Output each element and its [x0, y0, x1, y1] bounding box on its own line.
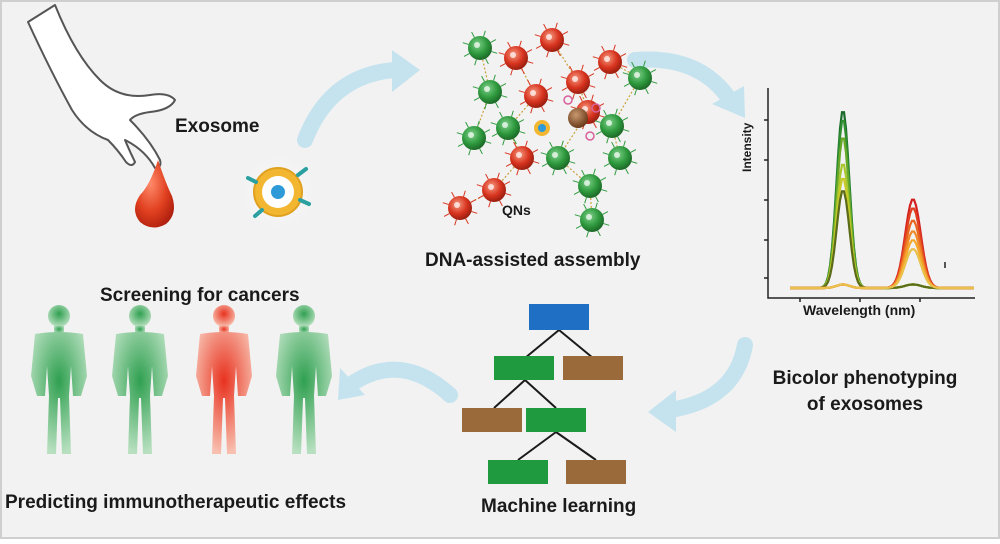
red-spectrum-line — [790, 248, 974, 290]
bicolor-label-line1: Bicolor phenotyping — [772, 368, 958, 389]
screening-label: Screening for cancers — [100, 285, 300, 306]
red-qn-particle — [442, 190, 478, 226]
green-qn-particle — [574, 202, 610, 238]
arrow-to-ml — [662, 337, 753, 418]
red-qn-particle — [518, 78, 554, 114]
spectrum-chart — [764, 88, 975, 302]
arrow-to-bodies — [342, 361, 458, 403]
green-qn-particle — [540, 140, 576, 176]
dna-linker — [515, 57, 537, 97]
tree-node — [566, 460, 626, 484]
exosome-label: Exosome — [175, 116, 260, 137]
spectrum-axes — [767, 88, 975, 299]
blood-drop-icon — [135, 160, 174, 228]
bicolor-label-line2: of exosomes — [806, 394, 924, 415]
green-qn-particle — [462, 30, 498, 66]
dna-linker — [493, 157, 523, 191]
red-qn-particle — [476, 172, 512, 208]
flow-arrows — [297, 50, 753, 432]
machine-learning-label: Machine learning — [481, 496, 637, 517]
green-qn-particle — [472, 74, 508, 110]
tree-root-node — [529, 304, 589, 330]
x-axis-ticks — [799, 262, 946, 302]
arrow-to-assembly — [297, 62, 403, 148]
green-qn-particle — [622, 60, 658, 96]
green-qn-particle — [594, 108, 630, 144]
red-qn-particle — [560, 64, 596, 100]
tree-node — [526, 408, 586, 432]
dna-linker — [507, 95, 537, 129]
green-qn-particle — [456, 120, 492, 156]
green-qn-particle — [602, 140, 638, 176]
spectrum-series — [790, 111, 974, 290]
qns-label: QNs — [502, 202, 531, 218]
green-qn-particle — [490, 110, 526, 146]
x-axis-label: Wavelength (nm) — [803, 302, 916, 318]
tree-node — [488, 460, 548, 484]
red-qn-particle — [504, 140, 540, 176]
qn-assembly — [442, 22, 658, 238]
dna-assembly-label: DNA-assisted assembly — [425, 250, 641, 271]
red-qn-particle — [534, 22, 570, 58]
red-qn-particle — [592, 44, 628, 80]
dna-linker — [557, 157, 591, 187]
exosome-icon — [234, 148, 322, 236]
y-axis-label: Intensity — [740, 122, 754, 172]
red-qn-particle — [498, 40, 534, 76]
green-qn-particle — [572, 168, 608, 204]
brown-qn-particle — [563, 95, 601, 141]
tree-node — [462, 408, 522, 432]
tree-node — [494, 356, 554, 380]
decision-tree — [462, 304, 626, 484]
arrow-to-spectrum — [627, 51, 738, 108]
y-axis-ticks — [764, 119, 768, 279]
predicting-label: Predicting immunotherapeutic effects — [5, 492, 347, 513]
cluster-exosome — [534, 120, 550, 136]
tree-node — [563, 356, 623, 380]
